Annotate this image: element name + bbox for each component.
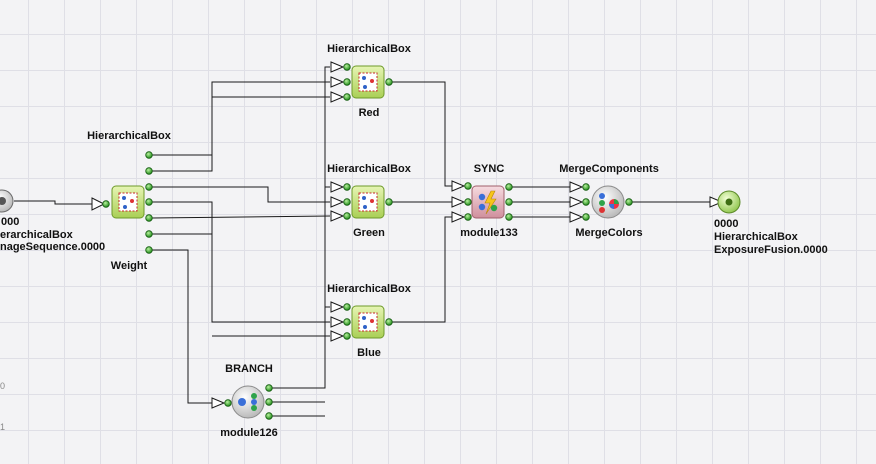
blue-node-header: HierarchicalBox: [327, 283, 411, 295]
port-weight-out5: [145, 214, 153, 222]
output-node-type: HierarchicalBox: [714, 231, 798, 243]
edge-mark-a: 0: [0, 381, 6, 391]
merge-node-footer: MergeColors: [575, 227, 643, 239]
arrow-merge-in1: [569, 181, 584, 193]
wire-weight-green-1: [152, 186, 330, 203]
port-red-in2: [343, 78, 351, 86]
port-weight-in: [102, 200, 110, 208]
wire-red-sync: [389, 81, 452, 187]
branch-node-header: BRANCH: [225, 363, 273, 375]
port-red-in3: [343, 93, 351, 101]
wire-weight-red-2: [152, 96, 330, 172]
port-weight-out7: [145, 246, 153, 254]
arrow-output-in: [709, 196, 724, 208]
port-weight-out6: [145, 230, 153, 238]
source-node-name: nageSequence.0000: [0, 241, 106, 253]
arrow-sync-in3: [451, 211, 466, 223]
wire-source-weight: [14, 200, 92, 205]
arrow-sync-in1: [451, 180, 466, 192]
port-branch-out3: [265, 412, 273, 420]
arrow-green-in2: [330, 196, 345, 208]
red-node-header: HierarchicalBox: [327, 43, 411, 55]
ports[interactable]: [102, 63, 633, 420]
arrow-branch-in: [211, 397, 226, 409]
wire-branch-out1: [270, 66, 330, 389]
port-sync-out1: [505, 183, 513, 191]
output-node-icon[interactable]: [717, 190, 741, 214]
port-red-out: [385, 78, 393, 86]
arrow-blue-in3: [330, 330, 345, 342]
hierarchical-box-icon[interactable]: [351, 305, 385, 339]
sync-node-footer: module133: [460, 227, 518, 239]
green-node-header: HierarchicalBox: [327, 163, 411, 175]
hierarchical-box-icon[interactable]: [111, 185, 145, 219]
port-weight-out3: [145, 183, 153, 191]
arrow-red-in2: [330, 76, 345, 88]
port-branch-out1: [265, 384, 273, 392]
arrow-merge-in3: [569, 211, 584, 223]
hierarchical-box-icon[interactable]: [351, 185, 385, 219]
blue-node-footer: Blue: [357, 347, 381, 359]
arrow-merge-in2: [569, 196, 584, 208]
source-node-icon[interactable]: [0, 189, 14, 213]
port-merge-in3: [582, 213, 590, 221]
port-green-in3: [343, 212, 351, 220]
wire-blue-sync: [389, 216, 452, 323]
arrow-green-in3: [330, 210, 345, 222]
port-sync-out3: [505, 213, 513, 221]
arrow-red-in1: [330, 61, 345, 73]
branch-icon[interactable]: [231, 385, 265, 419]
port-red-in1: [343, 63, 351, 71]
sync-node-header: SYNC: [473, 163, 505, 175]
arrow-blue-in1: [330, 301, 345, 313]
port-sync-in2: [464, 198, 472, 206]
port-sync-in1: [464, 182, 472, 190]
edge-mark-b: 1: [0, 422, 6, 432]
port-blue-in3: [343, 332, 351, 340]
arrow-sync-in2: [451, 196, 466, 208]
weight-node-footer: Weight: [110, 260, 148, 272]
arrow-weight-in: [91, 197, 106, 211]
wires: [14, 66, 712, 417]
port-merge-in2: [582, 198, 590, 206]
port-blue-in1: [343, 303, 351, 311]
arrow-green-in1: [330, 181, 345, 193]
port-sync-out2: [505, 198, 513, 206]
red-node-footer: Red: [358, 107, 380, 119]
port-green-out: [385, 198, 393, 206]
arrow-blue-in2: [330, 316, 345, 328]
port-weight-out4: [145, 198, 153, 206]
arrow-red-in3: [330, 91, 345, 103]
port-blue-out: [385, 318, 393, 326]
hierarchical-box-icon[interactable]: [351, 65, 385, 99]
wire-weight-red-1: [152, 81, 330, 156]
output-node-name: ExposureFusion.0000: [714, 244, 828, 256]
merge-components-icon[interactable]: [591, 185, 625, 219]
wire-weight-green-2: [152, 201, 330, 323]
port-merge-in1: [582, 183, 590, 191]
green-node-footer: Green: [353, 227, 385, 239]
port-merge-out: [625, 198, 633, 206]
port-weight-out1: [145, 151, 153, 159]
output-node-id: 0000: [714, 218, 739, 230]
port-branch-in: [224, 399, 232, 407]
port-weight-out2: [145, 167, 153, 175]
port-sync-in3: [464, 213, 472, 221]
port-green-in2: [343, 198, 351, 206]
port-green-in1: [343, 183, 351, 191]
source-node-type: erarchicalBox: [0, 229, 73, 241]
source-node-id: 000: [1, 216, 20, 228]
weight-node-header: HierarchicalBox: [87, 130, 171, 142]
input-arrows: [91, 61, 724, 409]
merge-node-header: MergeComponents: [559, 163, 659, 175]
wire-weight-green-3: [151, 215, 331, 219]
branch-node-footer: module126: [220, 427, 278, 439]
port-blue-in2: [343, 318, 351, 326]
wire-weight-branch: [152, 249, 216, 404]
sync-lightning-icon[interactable]: [471, 185, 505, 219]
port-branch-out2: [265, 398, 273, 406]
